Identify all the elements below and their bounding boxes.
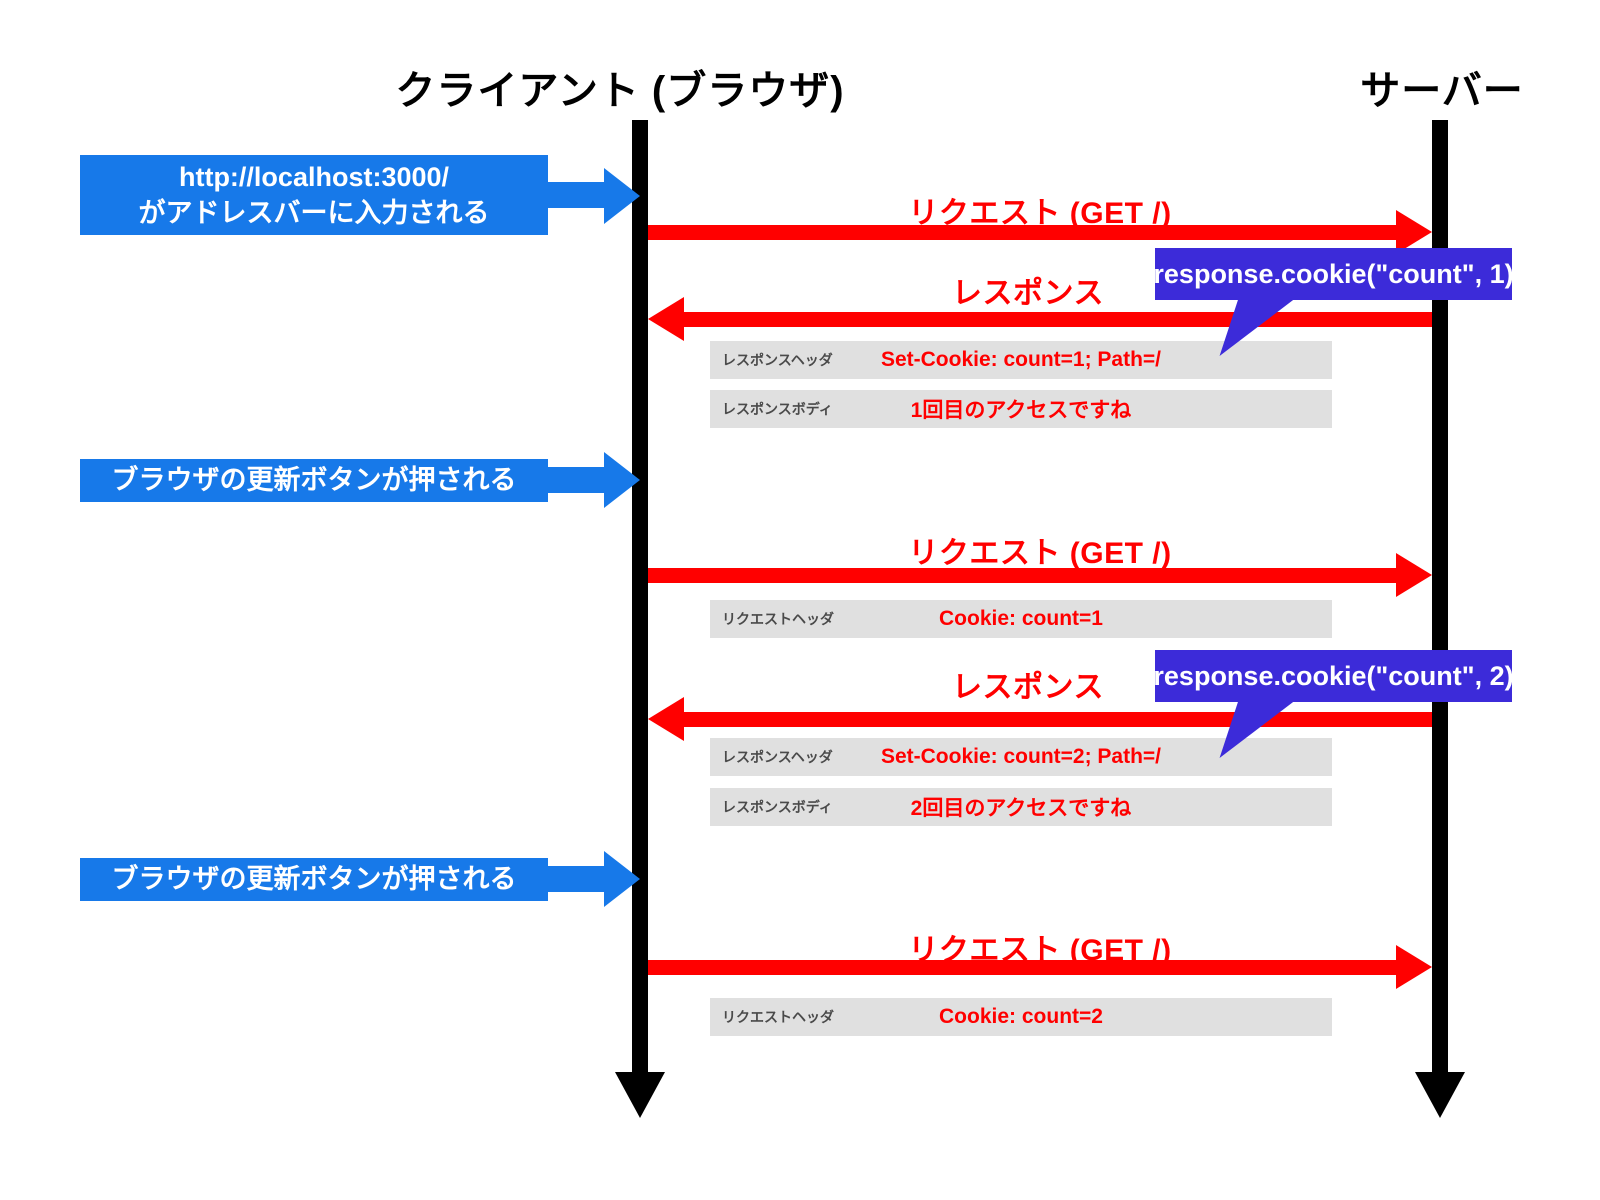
detail-row-label: レスポンスボディ: [722, 799, 833, 815]
message-label-response-2: レスポンス: [952, 671, 1104, 704]
client-event-line1: ブラウザの更新ボタンが押される: [111, 864, 517, 895]
detail-row-value: Set-Cookie: count=1; Path=/: [880, 348, 1162, 371]
client-event-line2: がアドレスバーに入力される: [138, 198, 490, 228]
message-label-response-1: レスポンス: [952, 277, 1104, 310]
actor-label-client: クライアント (ブラウザ): [395, 69, 845, 113]
detail-row-response-body-2: レスポンスボディ 2回目のアクセスですね: [710, 788, 1332, 826]
detail-row-response-header-2: レスポンスヘッダ Set-Cookie: count=2; Path=/: [710, 738, 1332, 776]
detail-row-label: レスポンスヘッダ: [722, 749, 833, 765]
detail-row-response-header-1: レスポンスヘッダ Set-Cookie: count=1; Path=/: [710, 341, 1332, 379]
message-arrow-response-1: [684, 312, 1432, 327]
lifeline-client-arrowhead-icon: [615, 1072, 665, 1118]
lifeline-client: [632, 120, 648, 1075]
detail-row-value: Cookie: count=2: [939, 1005, 1103, 1028]
client-event-arrow-shaft: [548, 866, 606, 892]
client-event-arrow-shaft: [548, 182, 606, 208]
client-event-line1: http://localhost:3000/: [178, 161, 450, 192]
detail-row-value: 2回目のアクセスですね: [910, 797, 1132, 820]
client-event-arrow-icon: [604, 168, 640, 224]
actor-label-server: サーバー: [1360, 69, 1524, 113]
client-event-arrow-icon: [604, 851, 640, 907]
detail-row-request-header-1: リクエストヘッダ Cookie: count=1: [710, 600, 1332, 638]
message-arrow-request-3: [648, 960, 1396, 975]
message-label-request-1: リクエスト (GET /): [908, 197, 1172, 230]
client-event-line1: ブラウザの更新ボタンが押される: [111, 465, 517, 496]
lifeline-server-arrowhead-icon: [1415, 1072, 1465, 1118]
detail-row-label: レスポンスボディ: [722, 401, 833, 417]
message-arrowhead-response-2-icon: [648, 697, 684, 741]
client-event-refresh-2: ブラウザの更新ボタンが押される: [80, 858, 548, 901]
lifeline-server: [1432, 120, 1448, 1075]
message-arrowhead-request-1-icon: [1396, 210, 1432, 254]
code-callout-set-cookie-1: response.cookie("count", 1): [1153, 248, 1514, 300]
message-arrow-response-2: [684, 712, 1432, 727]
client-event-arrow-icon: [604, 452, 640, 508]
detail-row-label: リクエストヘッダ: [722, 1009, 834, 1025]
message-label-request-3: リクエスト (GET /): [908, 934, 1172, 967]
client-event-refresh-1: ブラウザの更新ボタンが押される: [80, 459, 548, 502]
message-arrowhead-request-2-icon: [1396, 553, 1432, 597]
code-callout-set-cookie-2: response.cookie("count", 2): [1153, 650, 1514, 702]
message-arrow-request-2: [648, 568, 1396, 583]
client-event-url-entered: http://localhost:3000/ がアドレスバーに入力される: [80, 155, 548, 235]
detail-row-value: Cookie: count=1: [939, 607, 1103, 630]
message-arrowhead-request-3-icon: [1396, 945, 1432, 989]
detail-row-response-body-1: レスポンスボディ 1回目のアクセスですね: [710, 390, 1332, 428]
message-arrowhead-response-1-icon: [648, 297, 684, 341]
detail-row-value: 1回目のアクセスですね: [910, 399, 1132, 422]
detail-row-value: Set-Cookie: count=2; Path=/: [880, 745, 1162, 768]
detail-row-label: リクエストヘッダ: [722, 611, 834, 627]
detail-row-label: レスポンスヘッダ: [722, 352, 833, 368]
detail-row-request-header-2: リクエストヘッダ Cookie: count=2: [710, 998, 1332, 1036]
client-event-arrow-shaft: [548, 467, 606, 493]
message-label-request-2: リクエスト (GET /): [908, 537, 1172, 570]
message-arrow-request-1: [648, 225, 1396, 240]
